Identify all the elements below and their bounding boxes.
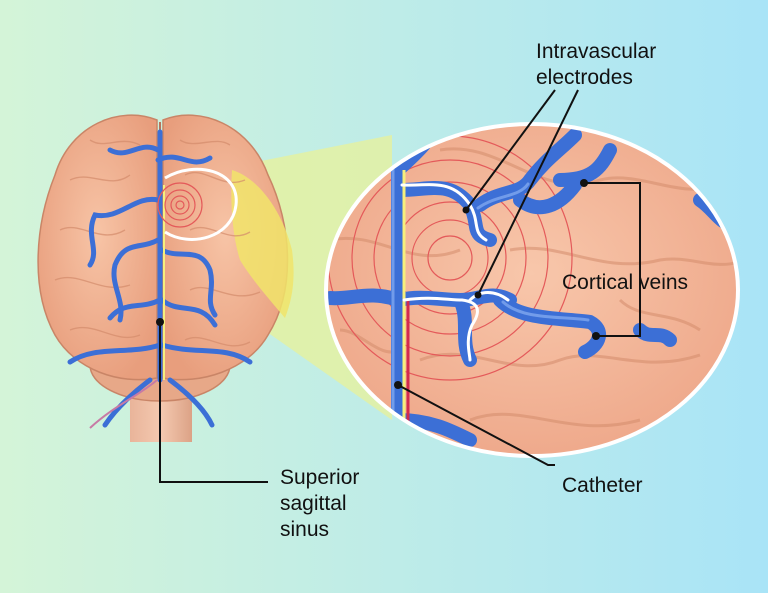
left-hemisphere <box>37 114 158 381</box>
label-sss-line3: sinus <box>280 518 329 541</box>
label-catheter: Catheter <box>562 474 643 497</box>
leader-dots <box>394 179 600 389</box>
label-intravascular-line1: Intravascular <box>536 40 656 63</box>
label-sss-line2: sagittal <box>280 492 347 515</box>
highlighted-region <box>231 170 294 318</box>
leader-lines <box>159 89 641 483</box>
label-sss-line1: Superior <box>280 466 359 489</box>
zoom-view <box>324 122 740 458</box>
label-intravascular-line2: electrodes <box>536 66 633 89</box>
zoom-target-outline <box>164 167 238 241</box>
label-cortical-veins: Cortical veins <box>562 271 688 294</box>
brain-electrode-target <box>157 182 203 228</box>
brain-top-view <box>37 114 294 442</box>
